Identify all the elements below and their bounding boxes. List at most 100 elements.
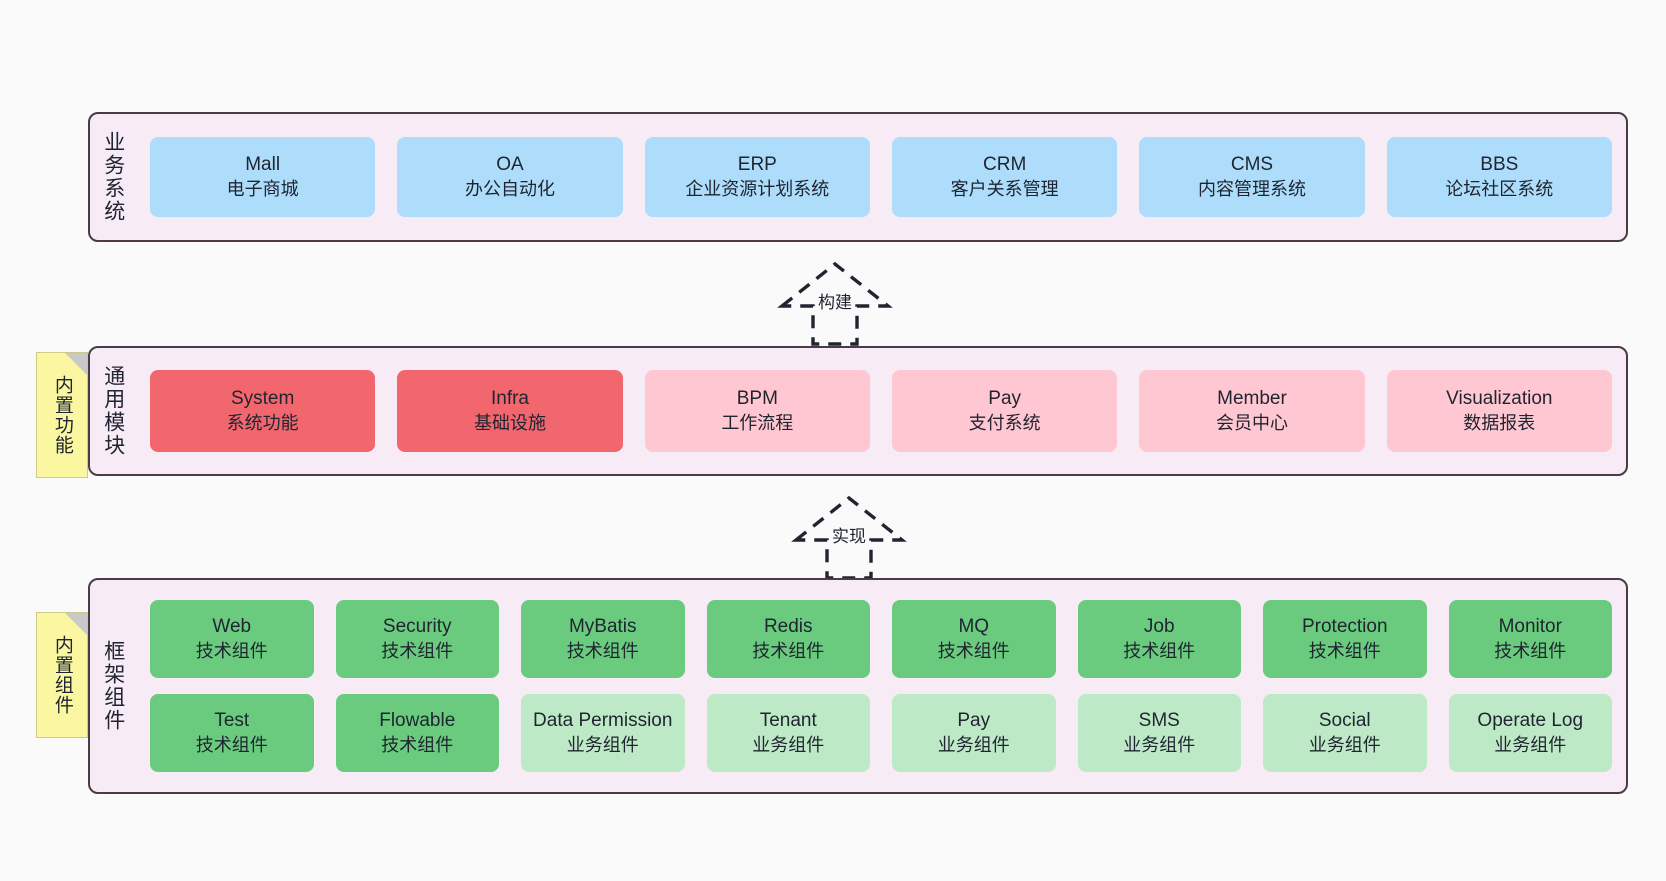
node-title: Flowable xyxy=(379,710,456,732)
node-subtitle: 工作流程 xyxy=(721,412,794,433)
node-subtitle: 技术组件 xyxy=(195,640,268,661)
layer-title-framework: 框架组件 xyxy=(101,640,125,732)
node-title: Social xyxy=(1318,710,1371,732)
node-title: MQ xyxy=(958,616,990,638)
layer-title-common: 通用模块 xyxy=(101,365,125,457)
connector-implement-label: 实现 xyxy=(829,522,869,547)
node-web[interactable]: Web 技术组件 xyxy=(150,600,314,678)
node-oa[interactable]: OA 办公自动化 xyxy=(397,137,623,217)
node-title: ERP xyxy=(737,154,777,176)
node-row: System 系统功能 Infra 基础设施 BPM 工作流程 Pay 支付系统… xyxy=(150,370,1612,452)
page-fold-icon xyxy=(65,353,87,375)
node-row: Test 技术组件 Flowable 技术组件 Data Permission … xyxy=(150,694,1612,772)
node-subtitle: 业务组件 xyxy=(1123,734,1196,755)
layer-panel-framework: 框架组件 Web 技术组件 Security 技术组件 MyBatis 技术组件… xyxy=(88,578,1628,794)
node-subtitle: 技术组件 xyxy=(381,640,454,661)
node-title: Test xyxy=(214,710,250,732)
node-title: BPM xyxy=(736,388,778,410)
node-pay[interactable]: Pay 支付系统 xyxy=(891,370,1118,452)
node-mybatis[interactable]: MyBatis 技术组件 xyxy=(521,600,685,678)
node-operate-log[interactable]: Operate Log 业务组件 xyxy=(1448,694,1612,772)
node-subtitle: 会员中心 xyxy=(1215,412,1288,433)
connector-implement: 实现 xyxy=(774,492,924,582)
layer-panel-common: 通用模块 System 系统功能 Infra 基础设施 BPM 工作流程 Pay… xyxy=(88,346,1628,476)
node-title: SMS xyxy=(1138,710,1180,732)
node-subtitle: 企业资源计划系统 xyxy=(685,178,830,199)
node-subtitle: 业务组件 xyxy=(937,734,1010,755)
layer-title-business: 业务系统 xyxy=(101,131,125,223)
node-subtitle: 技术组件 xyxy=(937,640,1010,661)
node-bpm[interactable]: BPM 工作流程 xyxy=(644,370,870,452)
node-test[interactable]: Test 技术组件 xyxy=(150,694,314,772)
node-title: Mall xyxy=(245,154,281,176)
node-title: Web xyxy=(212,616,252,638)
node-subtitle: 论坛社区系统 xyxy=(1445,178,1554,199)
node-title: CMS xyxy=(1230,154,1274,176)
node-flowable[interactable]: Flowable 技术组件 xyxy=(335,694,499,772)
node-title: CRM xyxy=(983,154,1027,176)
node-subtitle: 技术组件 xyxy=(1494,640,1567,661)
node-monitor[interactable]: Monitor 技术组件 xyxy=(1448,600,1612,678)
node-data-permission[interactable]: Data Permission 业务组件 xyxy=(521,694,685,772)
implement-arrow-icon xyxy=(791,495,907,580)
node-subtitle: 业务组件 xyxy=(1308,734,1381,755)
node-subtitle: 业务组件 xyxy=(1494,734,1567,755)
node-title: Redis xyxy=(763,616,813,638)
layer-body-business: Mall 电子商城 OA 办公自动化 ERP 企业资源计划系统 CRM 客户关系… xyxy=(136,114,1626,240)
node-redis[interactable]: Redis 技术组件 xyxy=(706,600,870,678)
node-security[interactable]: Security 技术组件 xyxy=(335,600,499,678)
node-system[interactable]: System 系统功能 xyxy=(150,370,376,452)
node-infra[interactable]: Infra 基础设施 xyxy=(397,370,623,452)
node-title: Pay xyxy=(988,388,1022,410)
node-title: MyBatis xyxy=(568,616,637,638)
node-title: System xyxy=(230,388,295,410)
node-visualization[interactable]: Visualization 数据报表 xyxy=(1386,370,1612,452)
node-subtitle: 系统功能 xyxy=(226,412,299,433)
node-subtitle: 基础设施 xyxy=(473,412,546,433)
node-title: Operate Log xyxy=(1477,710,1584,732)
node-sms[interactable]: SMS 业务组件 xyxy=(1077,694,1241,772)
node-pay-component[interactable]: Pay 业务组件 xyxy=(892,694,1056,772)
node-title: BBS xyxy=(1480,154,1519,176)
layer-panel-business: 业务系统 Mall 电子商城 OA 办公自动化 ERP 企业资源计划系统 CRM… xyxy=(88,112,1628,242)
node-title: Job xyxy=(1143,616,1175,638)
node-subtitle: 办公自动化 xyxy=(464,178,555,199)
node-mq[interactable]: MQ 技术组件 xyxy=(892,600,1056,678)
node-title: OA xyxy=(496,154,524,176)
node-cms[interactable]: CMS 内容管理系统 xyxy=(1139,137,1365,217)
node-protection[interactable]: Protection 技术组件 xyxy=(1263,600,1427,678)
page-fold-icon xyxy=(65,613,87,635)
node-subtitle: 技术组件 xyxy=(566,640,639,661)
layer-body-common: System 系统功能 Infra 基础设施 BPM 工作流程 Pay 支付系统… xyxy=(136,348,1626,474)
sticky-note-builtin-components: 内置组件 xyxy=(36,612,88,738)
node-subtitle: 业务组件 xyxy=(566,734,639,755)
layer-body-framework: Web 技术组件 Security 技术组件 MyBatis 技术组件 Redi… xyxy=(136,580,1626,792)
node-job[interactable]: Job 技术组件 xyxy=(1077,600,1241,678)
build-arrow-icon xyxy=(777,261,893,346)
node-subtitle: 技术组件 xyxy=(381,734,454,755)
node-crm[interactable]: CRM 客户关系管理 xyxy=(891,137,1118,217)
node-subtitle: 电子商城 xyxy=(226,178,299,199)
sticky-note-label: 内置功能 xyxy=(51,375,73,455)
node-title: Visualization xyxy=(1446,388,1553,410)
node-title: Infra xyxy=(490,388,529,410)
node-title: Data Permission xyxy=(533,710,673,732)
node-row: Web 技术组件 Security 技术组件 MyBatis 技术组件 Redi… xyxy=(150,600,1612,678)
sticky-note-label: 内置组件 xyxy=(51,635,73,715)
node-subtitle: 技术组件 xyxy=(752,640,825,661)
node-social[interactable]: Social 业务组件 xyxy=(1263,694,1427,772)
node-title: Security xyxy=(382,616,452,638)
node-subtitle: 技术组件 xyxy=(195,734,268,755)
sticky-note-builtin-features: 内置功能 xyxy=(36,352,88,478)
node-member[interactable]: Member 会员中心 xyxy=(1139,370,1365,452)
node-bbs[interactable]: BBS 论坛社区系统 xyxy=(1386,137,1612,217)
node-title: Monitor xyxy=(1498,616,1562,638)
node-subtitle: 技术组件 xyxy=(1123,640,1196,661)
node-tenant[interactable]: Tenant 业务组件 xyxy=(706,694,870,772)
connector-build: 构建 xyxy=(760,258,910,348)
node-erp[interactable]: ERP 企业资源计划系统 xyxy=(644,137,870,217)
node-title: Member xyxy=(1217,388,1287,410)
node-mall[interactable]: Mall 电子商城 xyxy=(150,137,376,217)
node-subtitle: 业务组件 xyxy=(752,734,825,755)
